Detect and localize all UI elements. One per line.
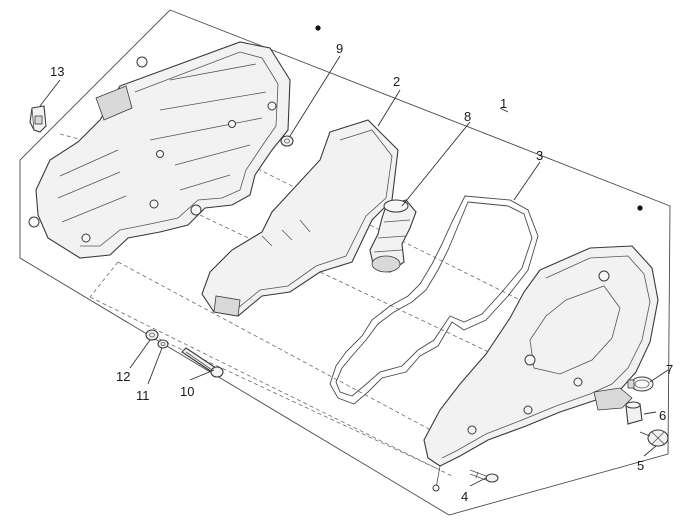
callout-12: 12 xyxy=(116,369,130,384)
washer-part-12 xyxy=(145,329,159,341)
callout-4: 4 xyxy=(461,489,468,504)
bolt-part-10 xyxy=(181,347,224,378)
airbox-lower-housing xyxy=(28,25,321,259)
callout-9: 9 xyxy=(336,41,343,56)
intake-pipe-part-8 xyxy=(369,199,417,273)
callout-labels: 13 1 2 3 8 9 4 5 6 7 10 11 12 xyxy=(50,41,673,504)
housing-marker-dot xyxy=(315,25,321,31)
callout-1: 1 xyxy=(500,96,507,111)
washer-part-9 xyxy=(280,135,294,147)
callout-6: 6 xyxy=(659,408,666,423)
callout-13: 13 xyxy=(50,64,64,79)
callout-8: 8 xyxy=(464,109,471,124)
knob-screw-part-5 xyxy=(639,429,669,447)
hose-clamp-part-7 xyxy=(627,376,654,392)
screw-part-4 xyxy=(469,469,499,483)
callout-5: 5 xyxy=(637,458,644,473)
leader-lines xyxy=(39,55,669,487)
airbox-cover xyxy=(423,205,659,492)
cover-marker-dot xyxy=(637,205,643,211)
washer-part-11 xyxy=(157,339,169,349)
gasket-part-3 xyxy=(329,195,539,405)
callout-11: 11 xyxy=(136,388,150,403)
callout-7: 7 xyxy=(666,362,673,377)
assembly-boundary xyxy=(19,9,671,516)
clip-nut-part-13 xyxy=(29,105,47,133)
callout-3: 3 xyxy=(536,148,543,163)
callout-2: 2 xyxy=(393,74,400,89)
callout-10: 10 xyxy=(180,384,194,399)
drain-cap-part-6 xyxy=(625,401,643,425)
